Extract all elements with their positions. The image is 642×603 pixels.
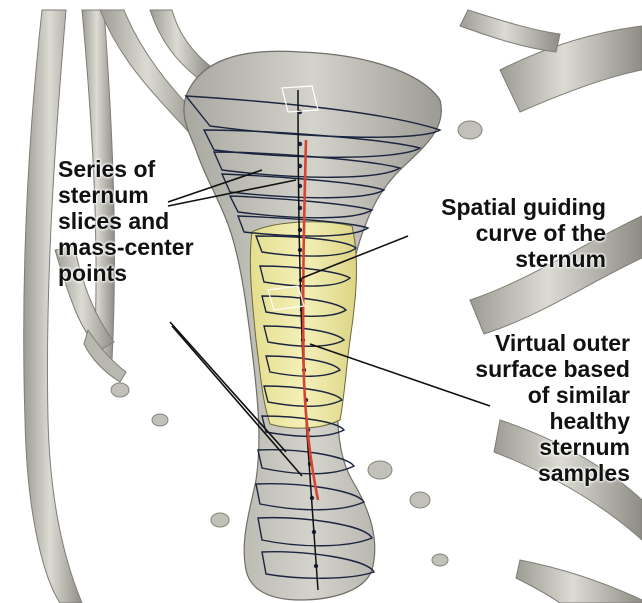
left-ribs — [24, 10, 210, 603]
guiding-curve-annotation-line-2: curve of the — [441, 220, 606, 246]
slices-annotation-line-3: slices and — [58, 208, 194, 234]
guiding-curve-annotation-line-1: Spatial guiding — [441, 194, 606, 220]
guiding-curve-annotation-line-3: sternum — [441, 246, 606, 272]
slices-annotation-line-2: sternum — [58, 182, 194, 208]
slices-annotation: Series of sternum slices and mass-center… — [58, 156, 194, 286]
slices-annotation-line-4: mass-center — [58, 234, 194, 260]
virtual-surface-annotation-line-3: of similar — [475, 382, 630, 408]
virtual-surface-annotation-line-5: sternum — [475, 434, 630, 460]
slices-annotation-line-1: Series of — [58, 156, 194, 182]
virtual-surface-annotation-line-6: samples — [475, 460, 630, 486]
guiding-curve-annotation: Spatial guiding curve of the sternum — [441, 194, 606, 272]
virtual-surface-annotation-line-2: surface based — [475, 356, 630, 382]
virtual-surface-annotation: Virtual outer surface based of similar h… — [475, 330, 630, 486]
virtual-surface-annotation-line-1: Virtual outer — [475, 330, 630, 356]
right-ribs — [460, 10, 642, 603]
slices-annotation-line-5: points — [58, 260, 194, 286]
virtual-surface-annotation-line-4: healthy — [475, 408, 630, 434]
